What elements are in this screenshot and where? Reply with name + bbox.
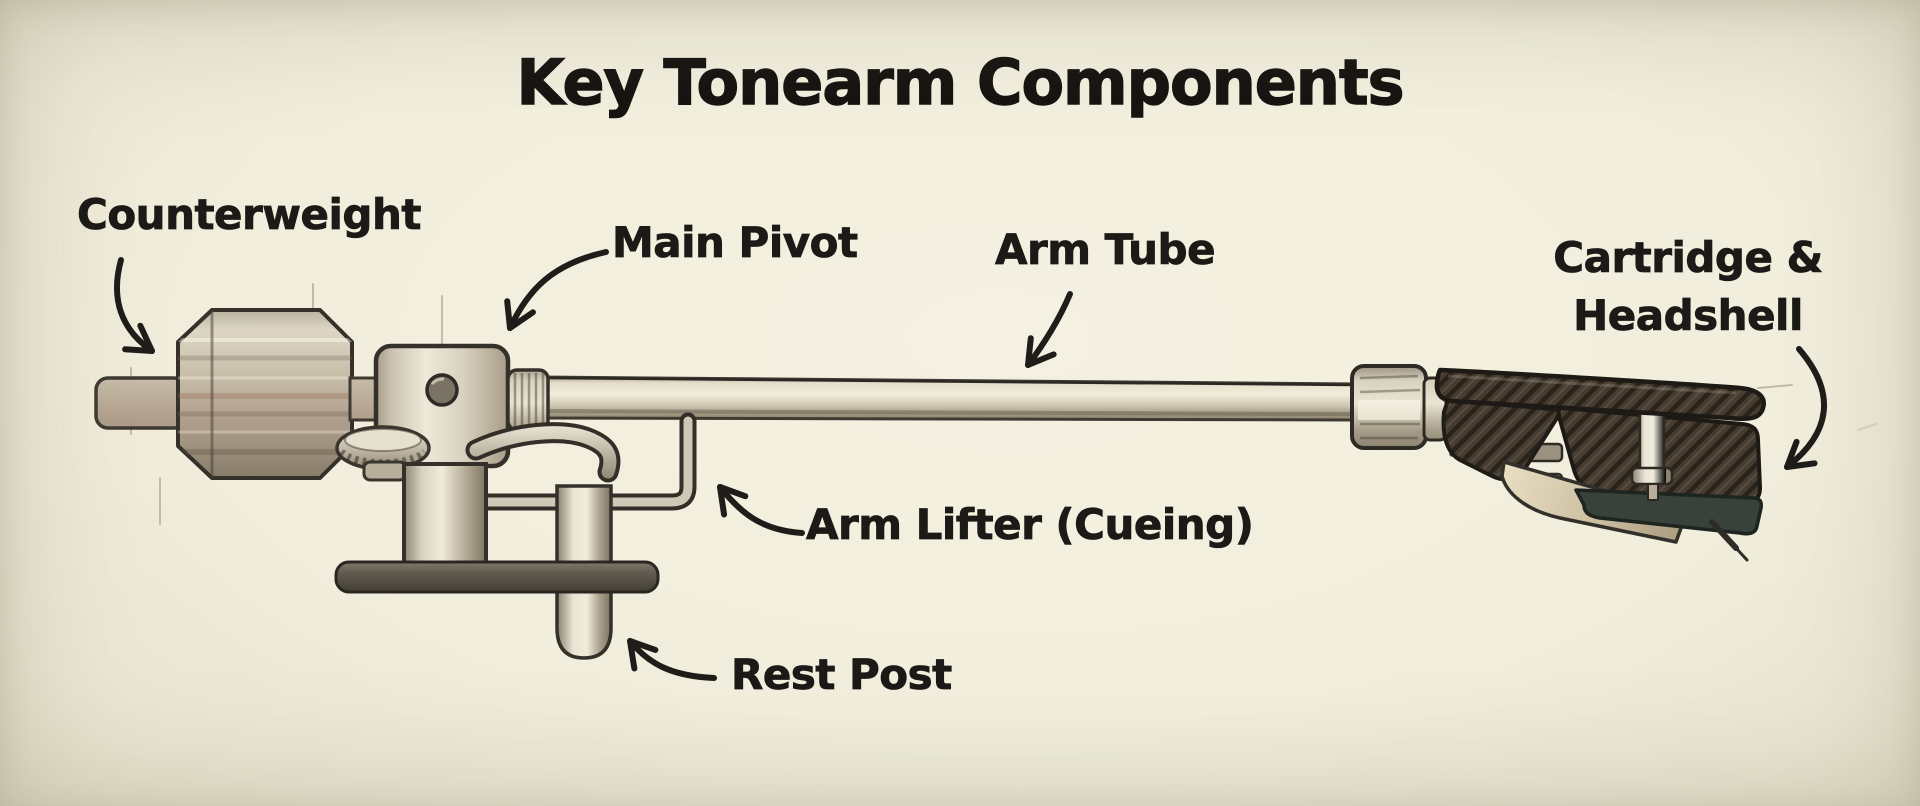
label-cartridge-line1: Cartridge &	[1553, 233, 1824, 283]
rest-post-arrow-icon	[627, 638, 717, 681]
label-arm-tube: Arm Tube	[995, 225, 1216, 274]
counterweight-arrow-icon	[114, 257, 155, 354]
label-headshell-line2: Headshell	[1573, 291, 1804, 341]
annotation-arrows	[114, 249, 1828, 681]
arm-tube-arrow-icon	[1025, 291, 1073, 368]
page-title: Key Tonearm Components	[516, 45, 1405, 119]
cartridge-arrow-icon	[1784, 346, 1828, 470]
label-main-pivot: Main Pivot	[612, 218, 859, 267]
label-cartridge-headshell: Cartridge & Headshell	[1528, 229, 1848, 345]
label-rest-post: Rest Post	[731, 650, 953, 699]
main-pivot-drawing	[335, 343, 621, 570]
tonearm-base-drawing	[334, 560, 660, 594]
label-counterweight: Counterweight	[77, 190, 422, 239]
arm-lifter-arrow-icon	[717, 484, 805, 536]
label-arm-lifter: Arm Lifter (Cueing)	[806, 500, 1255, 549]
arm-tube-drawing	[538, 375, 1358, 422]
arm-lifter-drawing	[441, 412, 697, 511]
cartridge-headshell-drawing	[1350, 364, 1766, 562]
main-pivot-arrow-icon	[504, 249, 609, 331]
